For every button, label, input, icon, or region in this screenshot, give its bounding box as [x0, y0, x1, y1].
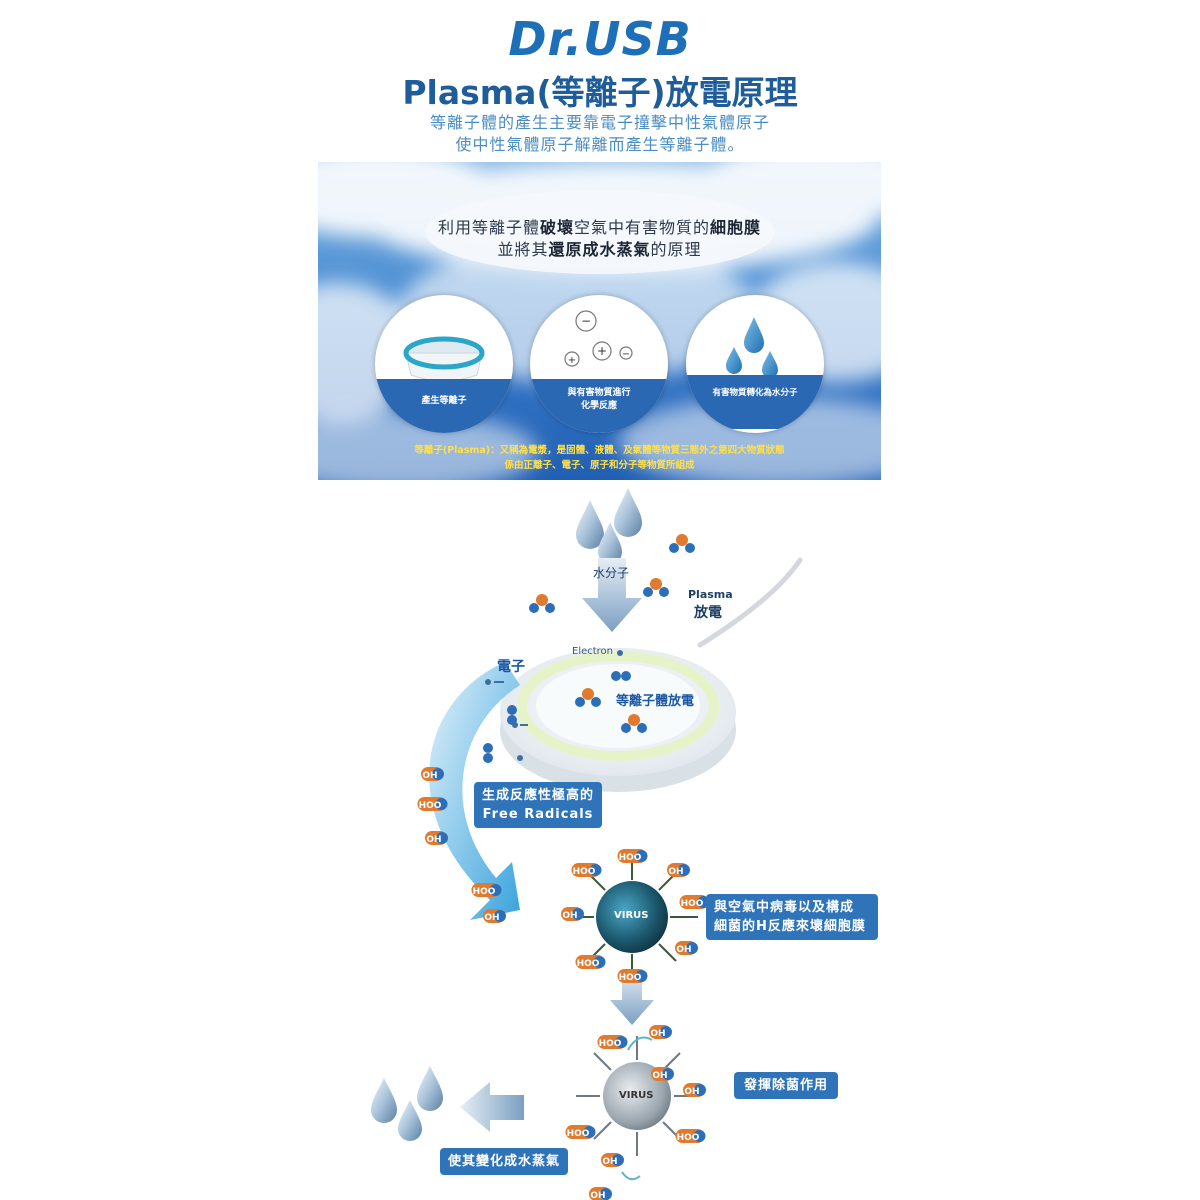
page-title: Plasma(等離子)放電原理	[402, 73, 798, 112]
intro-text: 等離子體的產生主要靠電子撞擊中性氣體原子 使中性氣體原子解離而產生等離子體。	[0, 112, 1200, 156]
plasma-footnote: 等離子(Plasma)：又稱為電漿，是固體、液體、及氣體等物質三態外之第四大物質…	[414, 445, 785, 471]
virus-label-2: VIRUS	[619, 1090, 654, 1101]
svg-text:HOO: HOO	[577, 959, 600, 969]
sky-headline-line-1: 利用等離子體破壞空氣中有害物質的細胞膜	[437, 218, 762, 237]
radical-chip: HOO	[565, 1125, 596, 1139]
radical-chip: HOO	[571, 863, 602, 877]
free-radicals: OH HOO OH HOO OH HOO OH HOO OH HOO OH HOO HOO OH HOO OH…	[417, 767, 710, 1200]
svg-text:HOO: HOO	[599, 1039, 622, 1049]
electron-dots	[485, 650, 623, 761]
ion-sign-3: +	[568, 355, 576, 366]
radical-chip: OH	[601, 1153, 624, 1167]
svg-text:OH: OH	[422, 771, 437, 781]
svg-text:HOO: HOO	[419, 801, 442, 811]
svg-text:OH: OH	[684, 1087, 699, 1097]
down-arrow-middle	[610, 970, 654, 1025]
virus-label-1: VIRUS	[614, 910, 649, 921]
ion-sign-1: −	[581, 314, 591, 328]
step-circle-3: 有害物質轉化為水分子	[686, 295, 824, 433]
svg-text:OH: OH	[668, 867, 683, 877]
water-molecules	[483, 534, 695, 763]
step-circle-2: − + + − 與有害物質進行 化學反應	[530, 295, 668, 433]
svg-text:HOO: HOO	[619, 853, 642, 863]
step-2-label: 與有害物質進行 化學反應	[567, 388, 631, 411]
svg-text:OH: OH	[484, 913, 499, 923]
svg-text:OH: OH	[676, 945, 691, 955]
ions-icon: − + + −	[564, 310, 633, 367]
sky-headline-line-2: 並將其還原成水蒸氣的原理	[497, 240, 702, 259]
radical-chip: HOO	[617, 969, 648, 983]
reaction-diagram: OH HOO OH HOO OH HOO OH HOO OH HOO OH HOO HOO OH HOO OH…	[0, 480, 1200, 1200]
radical-chip: HOO	[417, 797, 448, 811]
water-droplets-top	[576, 488, 642, 564]
ion-sign-4: −	[622, 349, 630, 360]
electron-label-en: Electron	[572, 646, 614, 657]
sterilize-badge: 發揮除菌作用	[734, 1072, 838, 1099]
to-vapor-badge: 使其變化成水蒸氣	[440, 1148, 568, 1175]
left-arrow	[460, 1082, 524, 1132]
svg-text:HOO: HOO	[567, 1129, 590, 1139]
radical-chip: OH	[561, 907, 584, 921]
radical-chip: OH	[675, 941, 698, 955]
electron-label-zh: 電子	[497, 659, 525, 675]
svg-text:OH: OH	[602, 1157, 617, 1167]
radical-chip: OH	[421, 767, 444, 781]
intro-line-1: 等離子體的產生主要靠電子撞擊中性氣體原子	[429, 113, 770, 132]
svg-text:OH: OH	[650, 1029, 665, 1039]
step-circle-1: 產生等離子	[375, 295, 513, 433]
radical-chip: HOO	[575, 955, 606, 969]
ion-sign-2: +	[597, 344, 607, 358]
brand-logo: Dr.USB	[508, 12, 692, 66]
water-molecule-label: 水分子	[593, 566, 630, 580]
svg-text:OH: OH	[652, 1071, 667, 1081]
svg-text:OH: OH	[426, 835, 441, 845]
radical-chip: HOO	[679, 895, 710, 909]
svg-text:HOO: HOO	[619, 973, 642, 983]
reaction-badge: 與空氣中病毒以及構成 細菌的H反應來壞細胞膜	[706, 894, 878, 940]
svg-text:HOO: HOO	[473, 887, 496, 897]
droplets-icon	[726, 317, 778, 378]
step-3-label: 有害物質轉化為水分子	[712, 388, 798, 398]
svg-text:HOO: HOO	[573, 867, 596, 877]
diagram-graphics: OH HOO OH HOO OH HOO OH HOO OH HOO OH HOO HOO OH HOO OH…	[371, 488, 803, 1200]
svg-text:HOO: HOO	[677, 1133, 700, 1143]
plasma-label-en: Plasma	[688, 588, 733, 601]
curved-arrow	[429, 662, 520, 920]
radical-chip: HOO	[675, 1129, 706, 1143]
plasma-device	[500, 648, 736, 792]
svg-text:OH: OH	[562, 911, 577, 921]
radical-chip: OH	[483, 909, 506, 923]
down-arrow-top	[582, 558, 642, 632]
radical-chip: HOO	[597, 1035, 628, 1049]
water-droplets-bottom	[371, 1066, 443, 1141]
radical-chip: OH	[667, 863, 690, 877]
free-radicals-badge: 生成反應性極高的 Free Radicals	[474, 782, 602, 828]
radical-chip: OH	[651, 1067, 674, 1081]
radical-chip: HOO	[617, 849, 648, 863]
radical-chip: OH	[649, 1025, 672, 1039]
plasma-label-zh: 放電	[694, 605, 722, 621]
svg-text:HOO: HOO	[681, 899, 704, 909]
step-1-label: 產生等離子	[421, 396, 467, 406]
radical-chip: OH	[589, 1187, 612, 1200]
radical-chip: OH	[425, 831, 448, 845]
device-icon	[403, 336, 485, 382]
sky-panel: 利用等離子體破壞空氣中有害物質的細胞膜 並將其還原成水蒸氣的原理 產生等離子 −…	[318, 162, 881, 480]
svg-text:OH: OH	[590, 1191, 605, 1200]
plasma-discharge-label: 等離子體放電	[616, 694, 695, 709]
intro-line-2: 使中性氣體原子解離而產生等離子體。	[455, 135, 745, 154]
radical-chip: OH	[683, 1083, 706, 1097]
radical-chip: HOO	[471, 883, 502, 897]
